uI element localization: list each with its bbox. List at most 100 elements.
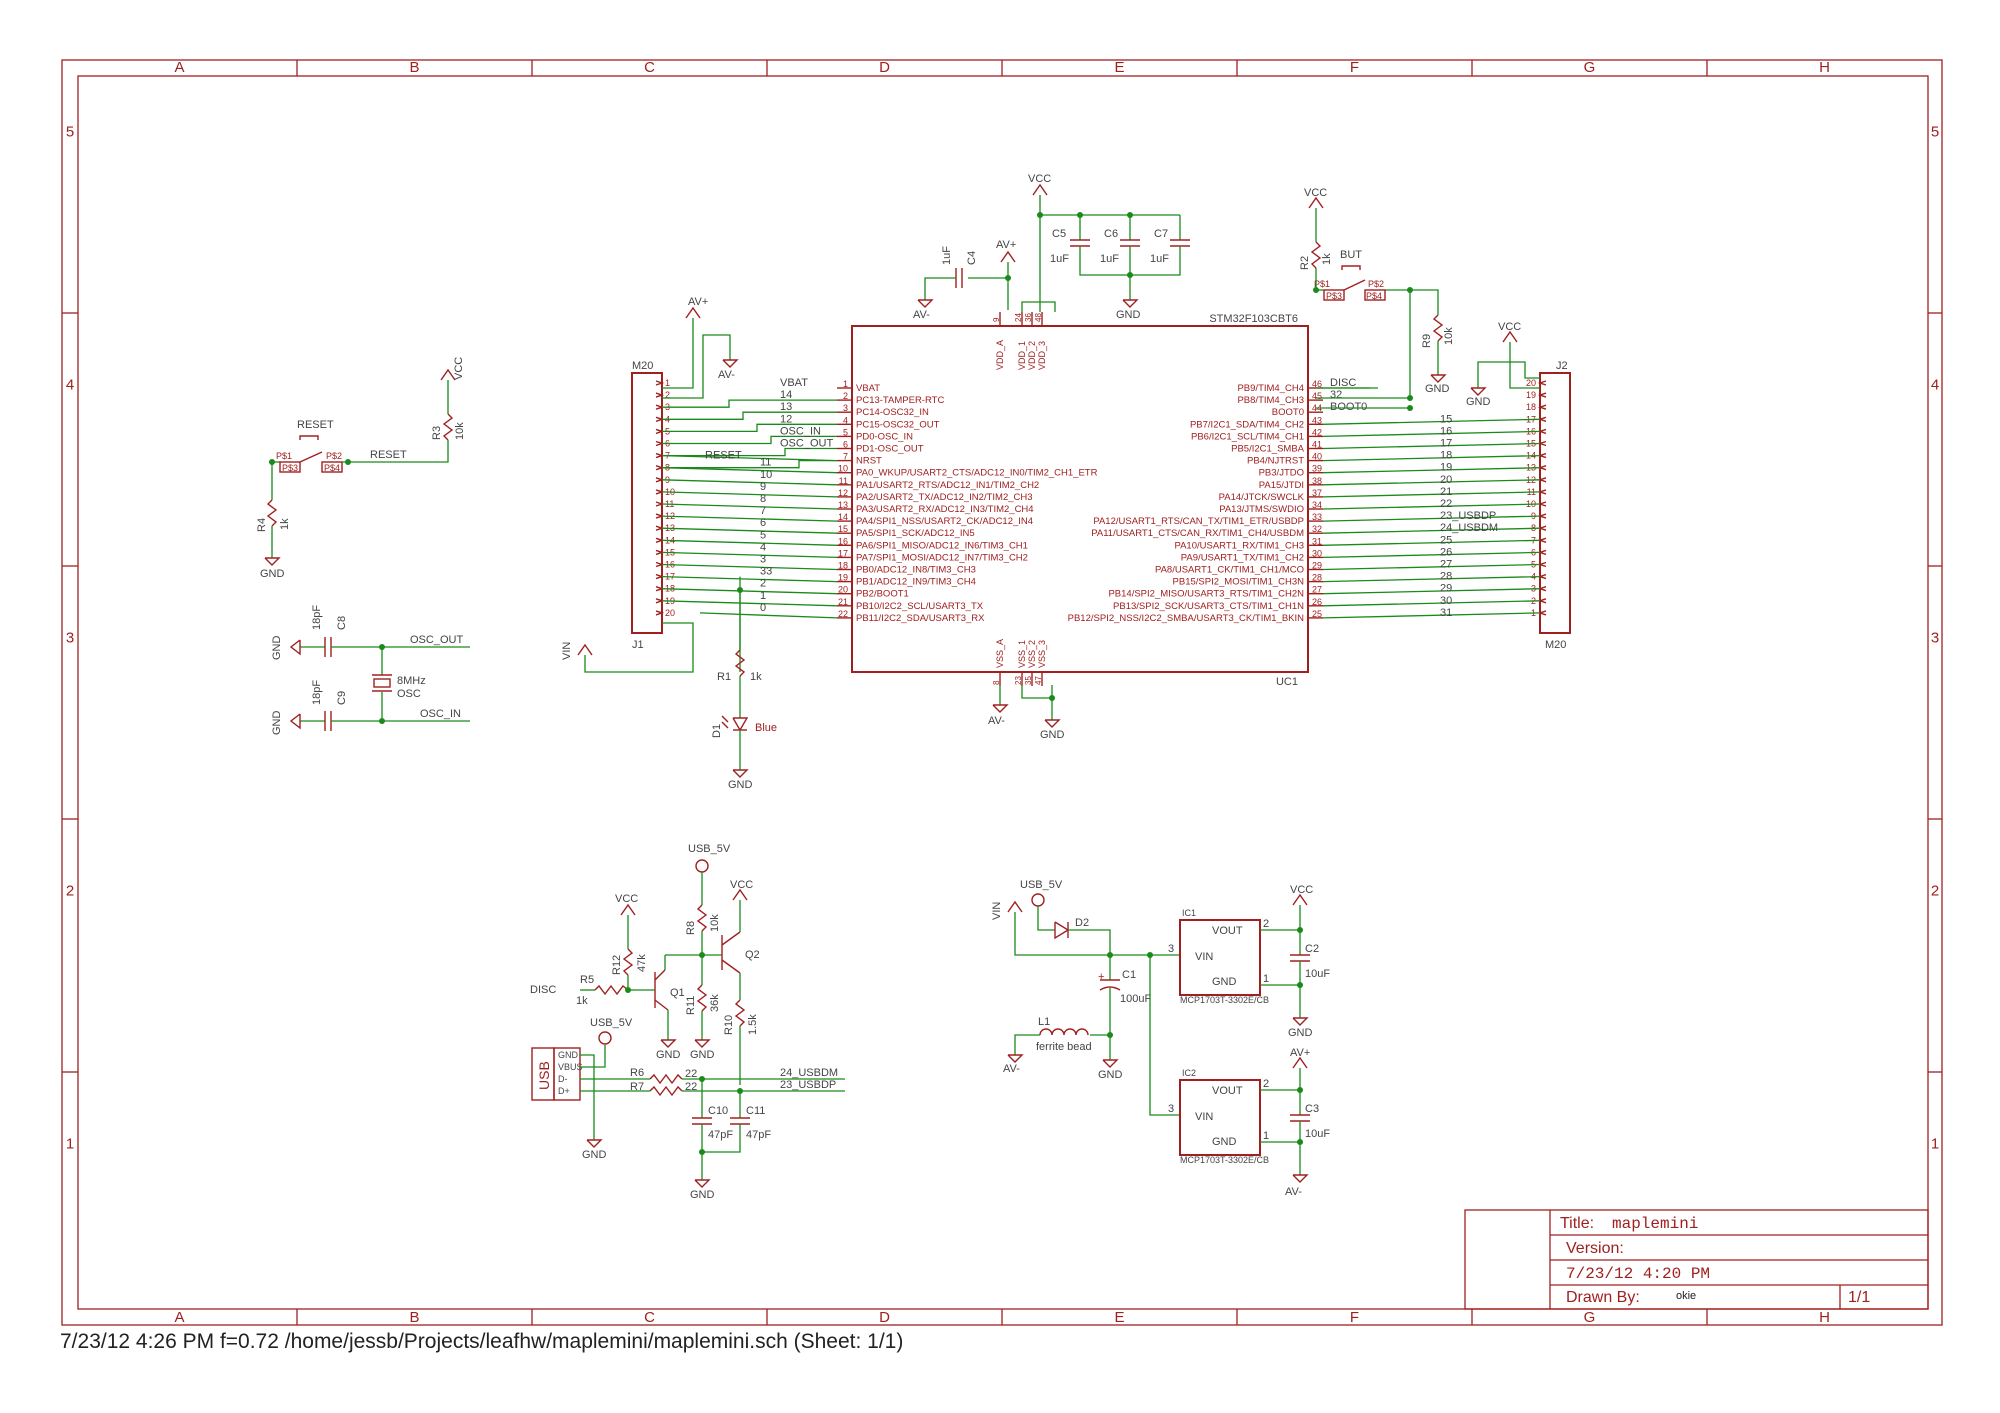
reset-net-label: RESET xyxy=(370,449,407,461)
usb-pin-vbus: VBUS xyxy=(558,1062,583,1072)
mcu-pin-name-left: PB0/ADC12_IN8/TIM3_CH3 xyxy=(856,565,976,576)
mcu-pin-num-right: 29 xyxy=(1312,561,1322,571)
mcu-pin-name-right: PA10/USART1_RX/TIM1_CH3 xyxy=(1174,540,1304,551)
frame-col-top-E: E xyxy=(1114,59,1124,76)
c3-ref: C3 xyxy=(1305,1103,1319,1115)
j2-net-label: 18 xyxy=(1440,450,1452,462)
frame-row-right-5: 5 xyxy=(1931,124,1939,141)
mcu-pin-num-right: 25 xyxy=(1312,609,1322,619)
ic1-pin1-num: 1 xyxy=(1263,973,1269,985)
c7-value: 1uF xyxy=(1150,253,1169,265)
led-d1: R1 1k D1 Blue GND xyxy=(711,590,777,791)
r3-ref: R3 xyxy=(431,426,443,440)
c2-value: 10uF xyxy=(1305,968,1330,980)
mcu-pin-num-bottom: 8 xyxy=(992,680,1001,685)
j2-net-label: 22 xyxy=(1440,498,1452,510)
mcu-pin-num-left: 4 xyxy=(843,415,848,425)
frame-row-right-2: 2 xyxy=(1931,883,1939,900)
j1-net-label: 7 xyxy=(760,505,766,517)
ic1-gnd: GND xyxy=(1212,976,1237,988)
j2-net-label: 26 xyxy=(1440,546,1452,558)
r12-value: 47k xyxy=(636,954,648,972)
mcu-pin-name-top: VDD_1 xyxy=(1017,341,1027,370)
usb-pin-dplus: D+ xyxy=(558,1086,570,1096)
gnd-label-q1: GND xyxy=(656,1049,681,1061)
avplus-label-j1: AV+ xyxy=(688,296,708,308)
frame-col-bottom-E: E xyxy=(1114,1309,1124,1326)
gnd-label-c1: GND xyxy=(1098,1069,1123,1081)
j1-net-label: 0 xyxy=(760,602,766,614)
j2-part-name: M20 xyxy=(1545,639,1566,651)
frame-col-bottom-B: B xyxy=(409,1309,419,1326)
gnd-label-ic1: GND xyxy=(1288,1027,1313,1039)
mcu-pin-num-left: 20 xyxy=(838,585,848,595)
mcu-pin-name-left: PD1-OSC_OUT xyxy=(856,444,924,455)
mcu-pin-num-left: 22 xyxy=(838,609,848,619)
frame-col-top-C: C xyxy=(644,59,655,76)
frame-row-left-5: 5 xyxy=(66,124,74,141)
mcu-pin-name-right: PA15/JTDI xyxy=(1259,480,1304,491)
j1-power: AV+ AV- VIN xyxy=(561,296,743,673)
vin-label-j1: VIN xyxy=(561,642,573,660)
c9-value: 18pF xyxy=(311,680,323,705)
mcu-pin-num-left: 21 xyxy=(838,597,848,607)
svg-text:+: + xyxy=(1098,971,1104,983)
c1-value: 100uF xyxy=(1120,993,1151,1005)
mcu-pin-num-right: 46 xyxy=(1312,379,1322,389)
j2-net-label: 29 xyxy=(1440,583,1452,595)
mcu-pin-name-right: PA12/USART1_RTS/CAN_TX/TIM1_ETR/USBDP xyxy=(1093,516,1304,527)
version-label: Version: xyxy=(1566,1240,1624,1257)
c11-value: 47pF xyxy=(746,1129,771,1141)
usb-connector-label: USB xyxy=(536,1061,552,1090)
frame-row-right-1: 1 xyxy=(1931,1136,1939,1153)
r1-value: 1k xyxy=(750,671,762,683)
gnd-label-j2: GND xyxy=(1466,396,1491,408)
mcu-pin-name-bottom: VSS_A xyxy=(995,639,1005,668)
vcc-label-q2: VCC xyxy=(730,879,753,891)
mcu-pin-num-left: 2 xyxy=(843,391,848,401)
r4-value: 1k xyxy=(279,518,291,530)
ic2-pin2-num: 2 xyxy=(1263,1078,1269,1090)
j1-net-label: 8 xyxy=(760,493,766,505)
mcu-pin-num-left: 18 xyxy=(838,561,848,571)
disc-net: DISC xyxy=(530,984,556,996)
frame-col-bottom-H: H xyxy=(1819,1309,1830,1326)
frame-row-right-4: 4 xyxy=(1931,377,1939,394)
c8-ref: C8 xyxy=(336,616,348,630)
title-label: Title: xyxy=(1560,1215,1594,1232)
j2-pin-num: 18 xyxy=(1526,402,1536,412)
mcu-pin-num-right: 39 xyxy=(1312,464,1322,474)
mcu-pin-name-left: PA0_WKUP/USART2_CTS/ADC12_IN0/TIM2_CH1_E… xyxy=(856,468,1098,479)
mcu-pin-num-left: 14 xyxy=(838,512,848,522)
mcu-pin-name-right: PB6/I2C1_SCL/TIM4_CH1 xyxy=(1191,431,1304,442)
c1-ref: C1 xyxy=(1122,969,1136,981)
usb-pin-gnd: GND xyxy=(558,1050,579,1060)
c4-ref: C4 xyxy=(966,251,978,265)
ic2-gnd: GND xyxy=(1212,1136,1237,1148)
c10-value: 47pF xyxy=(708,1129,733,1141)
r11-ref: R11 xyxy=(685,996,697,1015)
frame-col-top-D: D xyxy=(879,59,890,76)
j2-mcu-net: 32 xyxy=(1330,389,1342,401)
header-j2: J2 M20 2019181716151413121110987654321DI… xyxy=(1322,360,1571,651)
mcu-pin-name-bottom: VSS_2 xyxy=(1027,640,1037,668)
ic1-ref: IC1 xyxy=(1182,908,1196,918)
r11-value: 36k xyxy=(709,994,721,1012)
but-ps1: P$1 xyxy=(1314,279,1330,289)
osc-out-net: OSC_OUT xyxy=(410,634,463,646)
mcu-pin-name-right: PA14/JTCK/SWCLK xyxy=(1219,492,1305,503)
j1-pin-num: 2 xyxy=(665,390,670,400)
mcu-pin-num-bottom: 47 xyxy=(1034,676,1043,685)
title-block: Title: maplemini Version: 7/23/12 4:20 P… xyxy=(1464,1209,1929,1310)
j1-net-label: 6 xyxy=(760,517,766,529)
mcu-pin-name-left: PA7/SPI1_MOSI/ADC12_IN7/TIM3_CH2 xyxy=(856,552,1028,563)
reset-switch-label: RESET xyxy=(297,419,334,431)
ic2-part: MCP1703T-3302E/CB xyxy=(1180,1155,1269,1165)
mcu-pin-num-left: 1 xyxy=(843,379,848,389)
r10-value: 1.5k xyxy=(747,1014,759,1035)
mcu-pin-name-right: PB14/SPI2_MISO/USART3_RTS/TIM1_CH2N xyxy=(1108,589,1304,600)
j2-net-label: 27 xyxy=(1440,559,1452,571)
mcu-pin-name-left: VBAT xyxy=(856,383,880,394)
mcu-pin-name-right: PB5/I2C1_SMBA xyxy=(1231,444,1305,455)
